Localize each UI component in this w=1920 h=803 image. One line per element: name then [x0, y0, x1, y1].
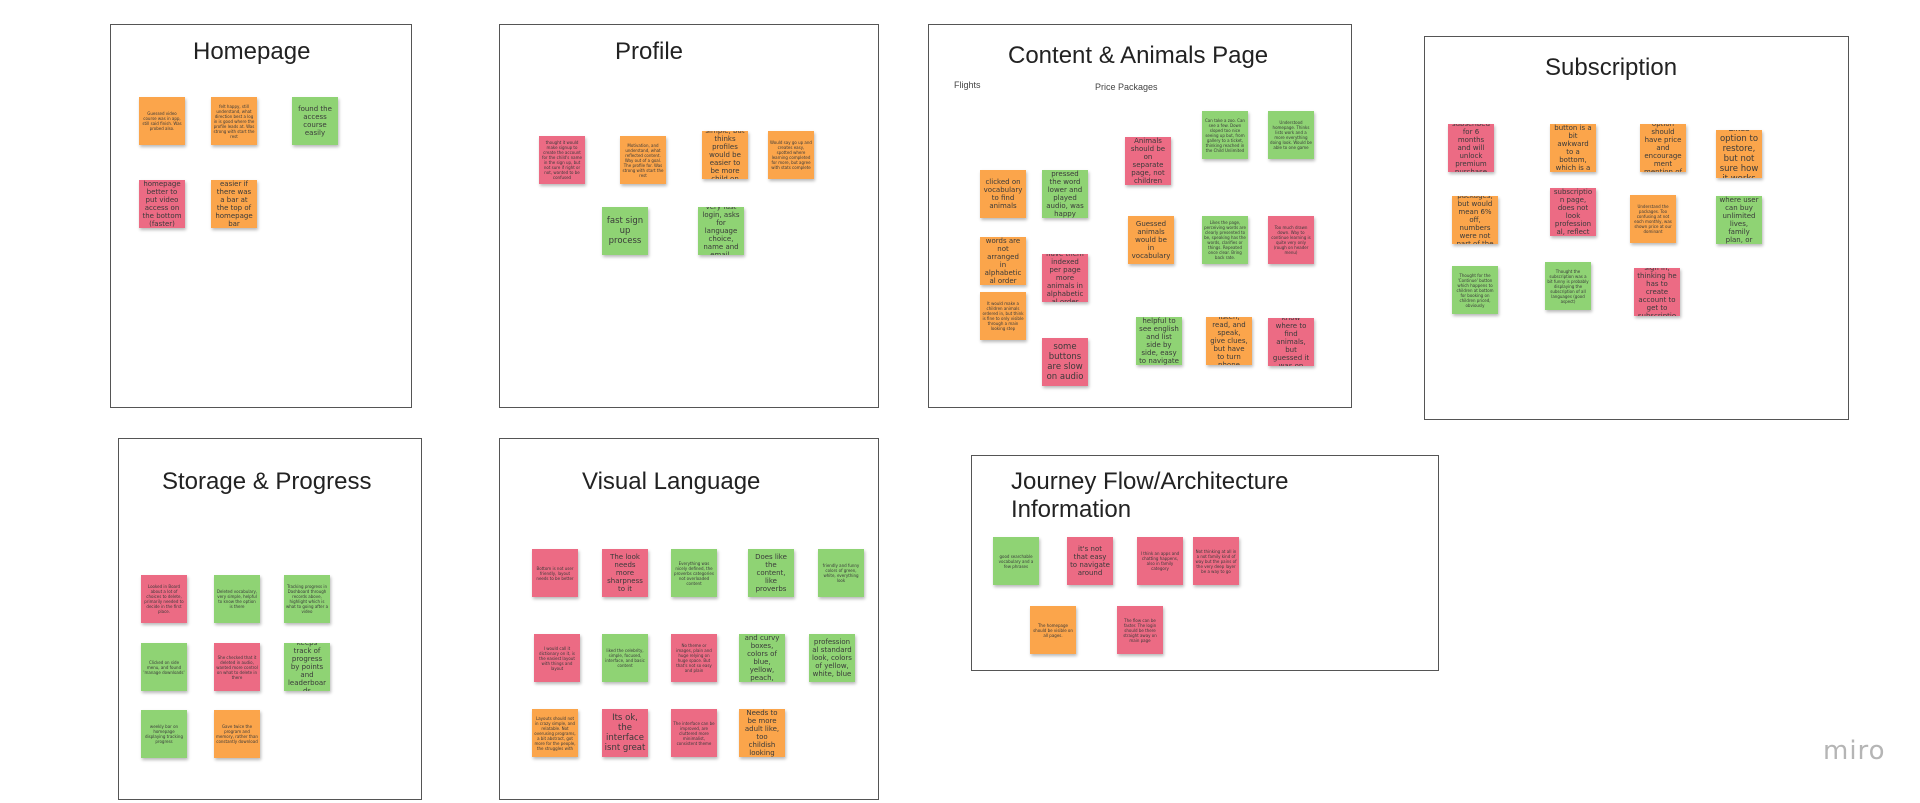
sticky-note-storage-5[interactable]: She checked that it deleted in audio, wa…	[214, 643, 260, 691]
sticky-note-visual-12[interactable]: Its ok, the interface isnt great	[602, 709, 648, 757]
frame-title-journey-flow: Journey Flow/Architecture Information	[1011, 468, 1289, 523]
sticky-note-storage-8[interactable]: Gave twice the program and memory, rathe…	[214, 710, 260, 758]
sticky-note-storage-7[interactable]: weekly bar on homepage displaying tracki…	[141, 710, 187, 758]
sticky-note-homepage-4[interactable]: homepage better to put video access on t…	[139, 180, 185, 228]
sticky-note-subscription-8[interactable]: has a shop where user can buy unlimited …	[1716, 196, 1762, 244]
sticky-note-content-13[interactable]: can learn, listen, read, and speak, give…	[1206, 317, 1252, 365]
sticky-note-content-2[interactable]: Understood homepage. Thinks lists work a…	[1268, 111, 1314, 159]
sticky-note-subscription-7[interactable]: Understand the packages. Too confusing a…	[1630, 195, 1676, 243]
frame-title-profile: Profile	[615, 38, 684, 65]
sticky-note-visual-6[interactable]: I would call it dictionary on it, is the…	[534, 634, 580, 682]
sticky-note-journey-4[interactable]: Not thinking at all in a not family kind…	[1193, 537, 1239, 585]
sticky-note-visual-13[interactable]: The interface can be improved, are clutt…	[671, 709, 717, 757]
sticky-note-storage-6[interactable]: keeps track of progress by points and le…	[284, 643, 330, 691]
sticky-note-content-11[interactable]: It would make a children animals ordered…	[980, 292, 1026, 340]
sticky-note-homepage-5[interactable]: easier if there was a bar at the top of …	[211, 180, 257, 228]
sticky-note-profile-4[interactable]: Would say go up and creates easy, spotte…	[768, 131, 814, 179]
sticky-note-content-14[interactable]: Hard to know where to find animals, but …	[1268, 318, 1314, 366]
frame-title-storage-progress: Storage & Progress	[162, 468, 372, 495]
sticky-note-content-8[interactable]: Too much drawn down. Way to continue lea…	[1268, 216, 1314, 264]
sticky-note-subscription-9[interactable]: Thought for the 'Continue' button which …	[1452, 266, 1498, 314]
sticky-note-journey-5[interactable]: The homepage should be visible on all pa…	[1030, 606, 1076, 654]
label-price-packages: Price Packages	[1095, 82, 1158, 92]
sticky-note-journey-2[interactable]: it's not that easy to navigate around	[1067, 537, 1113, 585]
sticky-note-visual-10[interactable]: professional standard look, colors of ye…	[809, 634, 855, 682]
sticky-note-journey-1[interactable]: good searchable vocabulary and a few phr…	[993, 537, 1039, 585]
sticky-note-visual-3[interactable]: Everything was nicely defined, the prove…	[671, 549, 717, 597]
frame-profile[interactable]	[499, 24, 879, 408]
sticky-note-visual-11[interactable]: Layouts should not in crazy simple, and …	[532, 709, 578, 757]
miro-logo: miro	[1823, 736, 1886, 766]
sticky-note-visual-14[interactable]: Needs to be more adult like, too childis…	[739, 709, 785, 757]
frame-title-visual-language: Visual Language	[582, 468, 761, 495]
sticky-note-profile-3[interactable]: very simple, but thinks profiles would b…	[702, 131, 748, 179]
sticky-note-profile-2[interactable]: Motivation, and understand, what reflect…	[620, 136, 666, 184]
sticky-note-journey-3[interactable]: I think an apps and chatting happens, al…	[1137, 537, 1183, 585]
sticky-note-content-15[interactable]: some buttons are slow on audio	[1042, 338, 1088, 386]
sticky-note-content-10[interactable]: have them indexed per page more animals …	[1042, 254, 1088, 302]
sticky-note-visual-7[interactable]: liked the celebrity, simple, focused, in…	[602, 634, 648, 682]
sticky-note-subscription-3[interactable]: Each option should have price and encour…	[1640, 124, 1686, 172]
sticky-note-subscription-6[interactable]: Too much zoom on subscription page, does…	[1550, 188, 1596, 236]
sticky-note-content-3[interactable]: Animals should be on separate page, not …	[1125, 137, 1171, 185]
sticky-note-storage-1[interactable]: Looked in Board about a lot of choices t…	[141, 575, 187, 623]
sticky-note-visual-8[interactable]: No theme or images, plain and huge relyi…	[671, 634, 717, 682]
sticky-note-content-7[interactable]: Likes the page, perceiving words are cle…	[1202, 216, 1248, 264]
sticky-note-subscription-10[interactable]: Thought the subscription was a bit funny…	[1545, 262, 1591, 310]
sticky-note-visual-1[interactable]: Bottom is not user friendly, layout need…	[532, 549, 578, 597]
frame-title-homepage: Homepage	[193, 38, 311, 65]
sticky-note-subscription-2[interactable]: The confirm button is a bit awkward to a…	[1550, 124, 1596, 172]
sticky-note-content-1[interactable]: Can take a zoo. Can see a few. Down slop…	[1202, 111, 1248, 159]
sticky-note-content-12[interactable]: Very helpful to see english and list sid…	[1136, 317, 1182, 365]
sticky-note-homepage-1[interactable]: Guessed video course was in app, still s…	[139, 97, 185, 145]
sticky-note-homepage-3[interactable]: found the access course easily	[292, 97, 338, 145]
sticky-note-content-4[interactable]: clicked on vocabulary to find animals	[980, 170, 1026, 218]
sticky-note-content-9[interactable]: words are not arranged in alphabetical o…	[980, 237, 1026, 285]
sticky-note-subscription-11[interactable]: went to sign in, thinking he has to crea…	[1634, 268, 1680, 316]
sticky-note-subscription-5[interactable]: understood packages, but would mean 6% o…	[1452, 196, 1498, 244]
sticky-note-visual-9[interactable]: friendly and curvy boxes, colors of blue…	[739, 634, 785, 682]
sticky-note-homepage-2[interactable]: felt happy, still understand, what direc…	[211, 97, 257, 145]
sticky-note-storage-4[interactable]: Clicked on side menu, and found 'manage …	[141, 643, 187, 691]
sticky-note-subscription-1[interactable]: subscribed for 6 months and will unlock …	[1448, 124, 1494, 172]
sticky-note-profile-6[interactable]: very fast login, asks for language choic…	[698, 207, 744, 255]
sticky-note-visual-5[interactable]: friendly and funny colors of green, whit…	[818, 549, 864, 597]
sticky-note-content-6[interactable]: Guessed animals would be in vocabulary	[1128, 216, 1174, 264]
frame-title-subscription: Subscription	[1545, 54, 1678, 81]
label-flights: Flights	[954, 80, 981, 90]
sticky-note-visual-2[interactable]: The look needs more sharpness to it	[602, 549, 648, 597]
sticky-note-visual-4[interactable]: Does like the content, like proverbs	[748, 549, 794, 597]
sticky-note-journey-6[interactable]: The flow can be faster. The login should…	[1117, 606, 1163, 654]
sticky-note-content-5[interactable]: pressed the word lower and played audio,…	[1042, 170, 1088, 218]
sticky-note-profile-5[interactable]: fast sign up process	[602, 207, 648, 255]
sticky-note-profile-1[interactable]: thought it would make signup to create t…	[539, 136, 585, 184]
sticky-note-storage-3[interactable]: Tracking progress in Dashboard through r…	[284, 575, 330, 623]
sticky-note-storage-2[interactable]: Deleted vocabulary, very simple, helpful…	[214, 575, 260, 623]
sticky-note-subscription-4[interactable]: Likes option to restore, but not sure ho…	[1716, 130, 1762, 178]
frame-title-content-animals: Content & Animals Page	[1008, 42, 1269, 69]
